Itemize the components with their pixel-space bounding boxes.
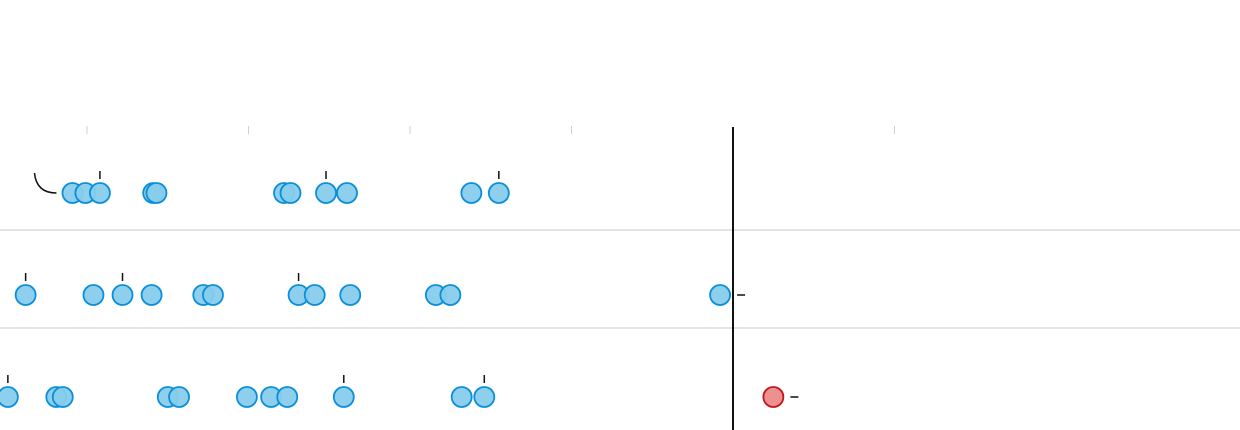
data-point-row1-5 [202, 284, 224, 306]
data-point-row2-0 [0, 386, 19, 408]
data-point-row0-8 [336, 182, 358, 204]
data-point-row1-8 [339, 284, 362, 306]
data-point-row2-10 [473, 386, 496, 408]
data-point-row0-7 [315, 182, 337, 204]
data-point-row0-9 [460, 182, 483, 204]
data-point-row0-4 [145, 182, 168, 204]
row-separators [0, 229, 1240, 329]
data-point-row0-2 [89, 182, 111, 204]
data-point-row0-6 [279, 182, 302, 204]
annotation-callout-arc [33, 172, 57, 194]
data-point-row2-2 [51, 386, 74, 408]
highlight-point-row2 [762, 386, 785, 408]
data-point-row1-2 [111, 284, 134, 306]
data-point-row2-4 [168, 386, 190, 408]
data-point-row1-1 [82, 284, 105, 306]
data-point-row1-7 [303, 284, 326, 306]
data-point-row1-10 [439, 284, 462, 306]
data-point-row2-7 [276, 386, 299, 408]
data-point-row0-10 [487, 182, 510, 204]
data-point-row2-9 [450, 386, 473, 408]
data-point-row1-0 [14, 284, 37, 306]
data-point-row1-11 [709, 284, 731, 306]
x-axis-ticks [86, 126, 895, 134]
data-point-row2-5 [235, 386, 258, 408]
data-point-row2-8 [332, 386, 355, 408]
data-point-row1-3 [140, 284, 163, 306]
point-label-ticks [7, 171, 799, 398]
data-points [0, 182, 785, 408]
